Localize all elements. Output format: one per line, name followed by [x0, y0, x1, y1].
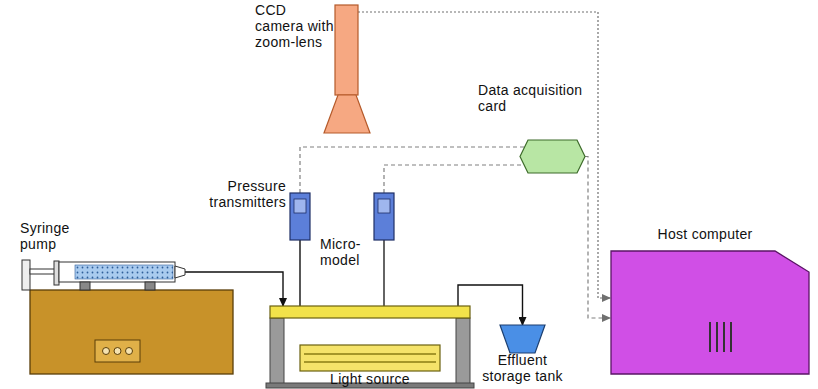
- pressure-transmitter: Pressure transmitters: [289, 193, 311, 240]
- shape-part: [500, 325, 545, 353]
- syringe-pump: Syringe pump: [20, 255, 235, 375]
- transmitter-display: [378, 199, 390, 213]
- flow-line: [458, 285, 523, 325]
- shape-part: [103, 348, 110, 355]
- shape-part: [290, 193, 310, 240]
- flow-line: [299, 240, 300, 306]
- shape-part: [294, 199, 306, 213]
- shape-part: [610, 250, 810, 375]
- part-label: Micro-model: [320, 236, 378, 268]
- pressure-transmitter: [374, 193, 394, 240]
- shape-part: [270, 306, 470, 318]
- shape-part: [300, 345, 440, 371]
- shape-part: [59, 262, 175, 282]
- signal-line: [358, 12, 610, 298]
- shape-part: [709, 322, 711, 352]
- shape-part: [300, 345, 440, 371]
- shape-part: [95, 340, 140, 362]
- shape-part: [30, 290, 233, 374]
- shape-part: [520, 140, 585, 173]
- part-label: Light source: [295, 371, 445, 387]
- shape-part: [75, 265, 173, 279]
- shape-part: [22, 260, 30, 290]
- micro-model: Micro-model: [270, 306, 470, 318]
- part-label: Syringe pump: [20, 220, 82, 252]
- shape-part: [270, 306, 470, 318]
- light-source: Light source: [300, 345, 440, 371]
- shape-part: [520, 140, 585, 173]
- shape-part: [289, 193, 311, 240]
- shape-part: [80, 282, 90, 290]
- shape-part: [611, 251, 809, 374]
- shape-part: [723, 322, 725, 352]
- shape-part: [20, 255, 235, 375]
- part-label: Effluent storage tank: [475, 352, 570, 384]
- shape-part: [175, 266, 185, 278]
- support-leg: [270, 318, 284, 385]
- signal-line: [585, 157, 610, 319]
- shape-part: [30, 269, 56, 274]
- shape-part: [145, 282, 155, 290]
- shape-part: [716, 322, 718, 352]
- shape-part: [304, 353, 436, 355]
- shape-part: [500, 325, 545, 353]
- part-label: Pressure transmitters: [200, 178, 286, 210]
- part-label: Data acquisition card: [478, 82, 596, 114]
- part-label: CCD camera with zoom-lens: [255, 2, 335, 50]
- part-label: Host computer: [610, 226, 800, 242]
- support-leg: [456, 318, 470, 385]
- shape-part: [335, 5, 358, 95]
- pressure-tap-line: [383, 240, 384, 306]
- daq-card: Data acquisition card: [520, 140, 585, 173]
- shape-part: [304, 361, 436, 363]
- signal-wire: [384, 165, 524, 193]
- shape-part: [730, 322, 732, 352]
- shape-part: [114, 348, 121, 355]
- ccd-camera: CCD camera with zoom-lens: [322, 5, 372, 135]
- host-computer: Host computer: [610, 250, 810, 375]
- shape-part: [126, 348, 133, 355]
- effluent-tank: Effluent storage tank: [500, 325, 545, 353]
- signal-line: [300, 147, 525, 193]
- shape-part: [324, 95, 370, 133]
- shape-part: [54, 261, 59, 285]
